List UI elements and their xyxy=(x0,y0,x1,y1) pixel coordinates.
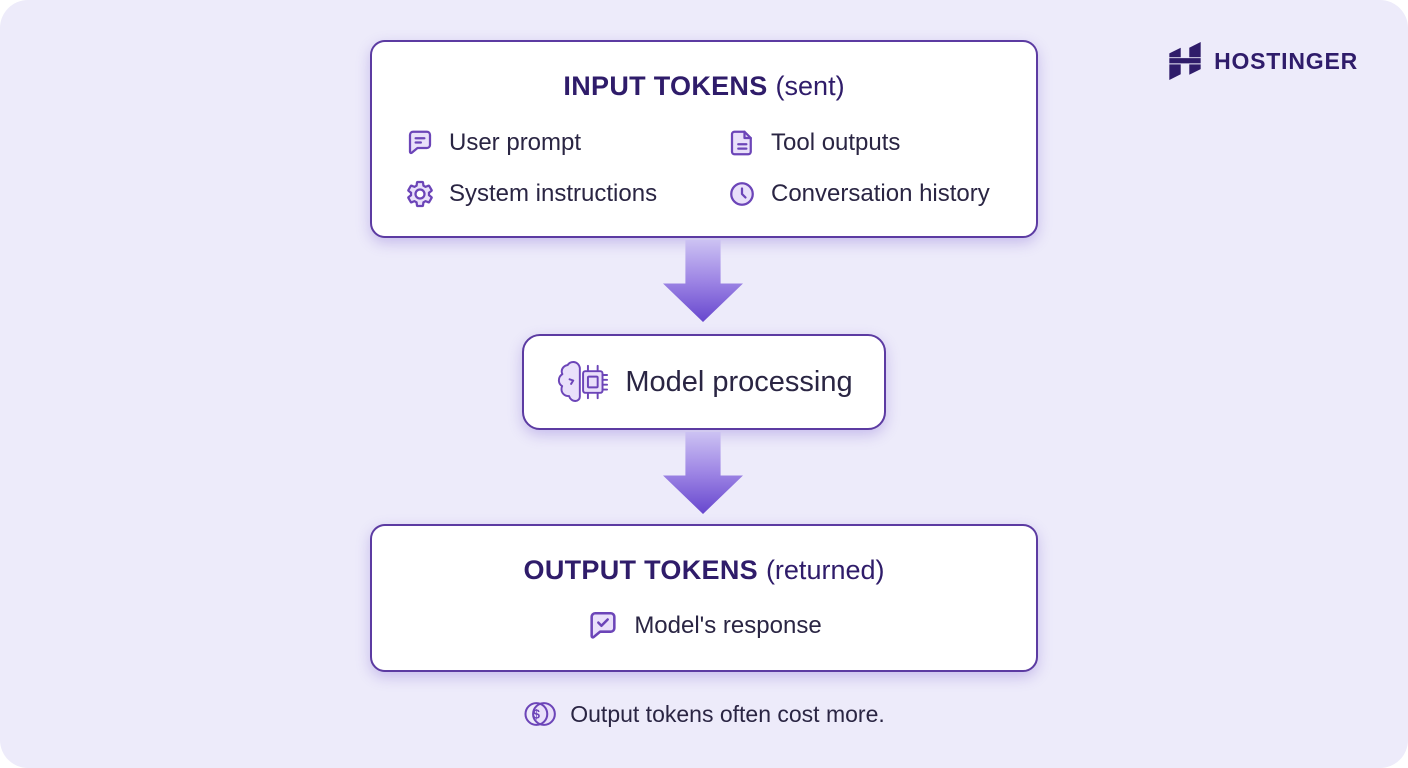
down-arrow-icon xyxy=(663,240,743,322)
chat-check-icon xyxy=(590,611,616,639)
hostinger-wordmark: HOSTINGER xyxy=(1214,47,1358,74)
brain-chip-icon xyxy=(558,361,609,402)
input-item-label: Conversation history xyxy=(771,180,990,207)
hostinger-h-icon xyxy=(1169,42,1201,80)
input-tokens-title-normal: (sent) xyxy=(775,71,845,101)
model-processing-label: Model processing xyxy=(625,365,853,398)
input-item-label: Tool outputs xyxy=(771,129,901,156)
input-tokens-title-strong: INPUT TOKENS xyxy=(563,71,768,101)
output-item-models-response: Model's response xyxy=(372,606,1036,646)
output-tokens-title-normal: (returned) xyxy=(765,555,885,585)
hostinger-logo: HOSTINGER xyxy=(1168,42,1358,80)
caption-text: Output tokens often cost more. xyxy=(570,700,885,727)
output-tokens-title-strong: OUTPUT TOKENS xyxy=(523,555,758,585)
clock-icon xyxy=(730,182,754,206)
dollar-symbol: $ xyxy=(533,707,541,722)
output-tokens-box: OUTPUT TOKENS (returned) Model's respons… xyxy=(370,524,1038,672)
input-item-tool-outputs: Tool outputs xyxy=(727,123,1036,163)
caption-row: $ Output tokens often cost more. xyxy=(0,694,1408,734)
input-tokens-title: INPUT TOKENS (sent) xyxy=(372,42,1036,104)
gear-icon xyxy=(407,180,433,208)
document-icon xyxy=(730,130,752,156)
down-arrow-icon xyxy=(663,432,743,514)
input-items-grid: User prompt Tool outputs System instruct… xyxy=(405,123,1036,214)
input-item-label: User prompt xyxy=(449,129,582,156)
output-item-label: Model's response xyxy=(634,612,822,639)
chat-lines-icon xyxy=(408,130,432,155)
model-processing-box: Model processing xyxy=(522,334,886,430)
input-tokens-box: INPUT TOKENS (sent) User prompt Tool out… xyxy=(370,40,1038,238)
coins-icon: $ xyxy=(524,702,557,726)
output-tokens-title: OUTPUT TOKENS (returned) xyxy=(372,526,1036,588)
input-item-label: System instructions xyxy=(449,180,658,207)
input-item-conversation-history: Conversation history xyxy=(727,174,1036,214)
input-item-system-instructions: System instructions xyxy=(405,174,727,214)
input-item-user-prompt: User prompt xyxy=(405,123,727,163)
